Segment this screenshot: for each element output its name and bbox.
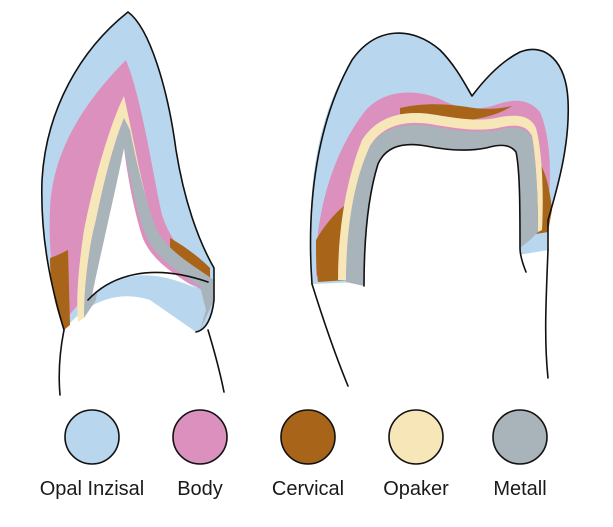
legend-label-cervical: Cervical [272,478,344,500]
legend-swatch-body [172,409,228,465]
legend-item-metall: Metall [492,409,548,500]
legend-swatch-cervical [280,409,336,465]
legend-item-opal-inzisal: Opal Inzisal [40,409,145,500]
legend-item-opaker: Opaker [383,409,449,500]
legend-label-metall: Metall [493,478,546,500]
legend-item-cervical: Cervical [272,409,344,500]
posterior-outer-outline [309,32,570,285]
anterior-root-right [207,329,225,393]
anterior-cervical-left [50,250,70,330]
legend-swatch-opal-inzisal [64,409,120,465]
anterior-root-left [58,329,65,396]
legend-label-opal-inzisal: Opal Inzisal [40,478,145,500]
legend-label-opaker: Opaker [383,478,449,500]
posterior-metall-layer [346,124,538,286]
posterior-root-right [544,249,549,379]
legend: Opal Inzisal Body Cervical Opaker Metall [40,409,548,500]
anterior-outer-outline [40,11,215,333]
anterior-stump-outline [87,271,209,301]
legend-swatch-metall [492,409,548,465]
anterior-cervical-right [170,238,210,280]
posterior-stump-outline [363,143,527,287]
anterior-tooth [40,11,225,396]
legend-item-body: Body [172,409,228,500]
posterior-tooth [309,32,570,387]
anterior-opaker-layer [77,96,208,322]
anterior-prepared-stump [92,148,196,296]
legend-swatch-opaker [388,409,444,465]
posterior-prepared-stump [364,144,524,290]
anterior-metall-layer [84,118,214,330]
legend-label-body: Body [177,478,223,500]
posterior-root-left [311,283,349,387]
